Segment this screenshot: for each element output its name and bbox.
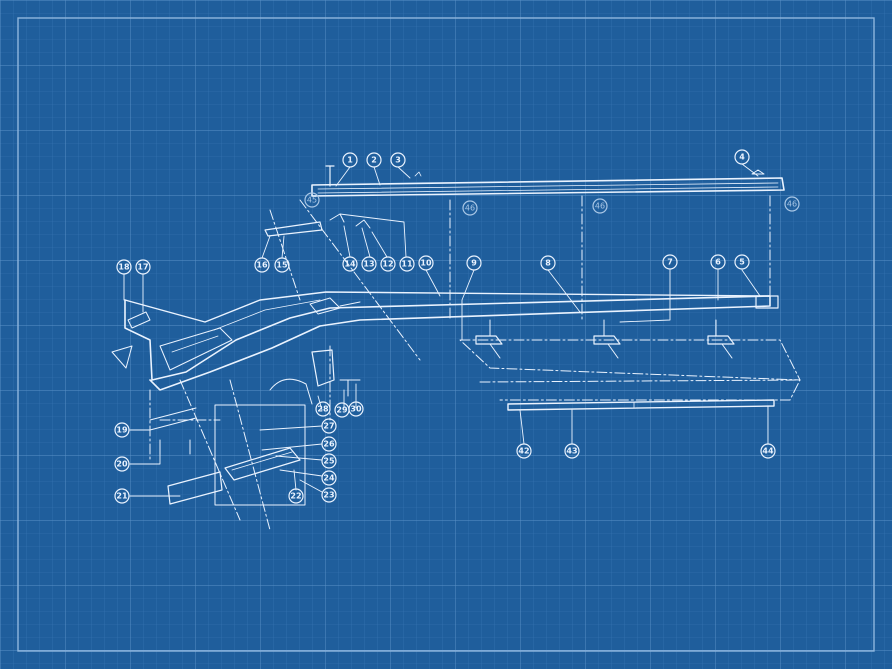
callout-14: 14 xyxy=(342,256,358,272)
svg-text:6: 6 xyxy=(715,258,721,267)
callout-7: 7 xyxy=(662,254,678,270)
svg-text:26: 26 xyxy=(323,440,335,449)
callout-20: 20 xyxy=(114,456,130,472)
svg-text:29: 29 xyxy=(336,406,348,415)
svg-text:11: 11 xyxy=(401,260,413,269)
callout-12: 12 xyxy=(380,256,396,272)
callout-27: 27 xyxy=(321,418,337,434)
svg-text:20: 20 xyxy=(116,460,128,469)
svg-text:8: 8 xyxy=(545,259,551,268)
callout-25: 25 xyxy=(321,453,337,469)
svg-text:7: 7 xyxy=(667,258,673,267)
svg-text:17: 17 xyxy=(137,263,148,272)
svg-text:24: 24 xyxy=(323,474,335,483)
callout-1: 1 xyxy=(342,152,358,168)
svg-text:46: 46 xyxy=(595,202,605,211)
callout-8: 8 xyxy=(540,255,556,271)
callout-15: 15 xyxy=(274,257,290,273)
callout-46-b: 46 xyxy=(592,198,608,214)
callout-2: 2 xyxy=(366,152,382,168)
centerlines xyxy=(149,195,801,531)
stock xyxy=(111,291,779,391)
callout-45: 45 xyxy=(304,192,320,208)
callout-21: 21 xyxy=(114,488,130,504)
callout-18: 18 xyxy=(116,259,132,275)
svg-text:5: 5 xyxy=(739,258,745,267)
svg-text:15: 15 xyxy=(276,261,288,270)
svg-text:42: 42 xyxy=(518,447,529,456)
callout-46-c: 46 xyxy=(784,196,800,212)
callout-26: 26 xyxy=(321,436,337,452)
svg-text:4: 4 xyxy=(739,153,745,162)
svg-text:14: 14 xyxy=(344,260,356,269)
svg-text:16: 16 xyxy=(256,261,268,270)
svg-text:45: 45 xyxy=(307,196,317,205)
callout-16: 16 xyxy=(254,257,270,273)
svg-text:19: 19 xyxy=(116,426,128,435)
svg-text:44: 44 xyxy=(762,447,774,456)
lock-parts xyxy=(149,213,371,506)
callout-11: 11 xyxy=(399,256,415,272)
callout-19: 19 xyxy=(114,422,130,438)
svg-text:12: 12 xyxy=(382,260,393,269)
svg-text:46: 46 xyxy=(465,204,475,213)
svg-text:21: 21 xyxy=(116,492,128,501)
callout-44: 44 xyxy=(760,443,776,459)
callout-30: 30 xyxy=(348,401,364,417)
svg-text:18: 18 xyxy=(118,263,130,272)
svg-text:10: 10 xyxy=(420,259,432,268)
callout-5: 5 xyxy=(734,254,750,270)
barrel xyxy=(311,165,785,197)
svg-text:3: 3 xyxy=(395,156,401,165)
callout-43: 43 xyxy=(564,443,580,459)
callout-24: 24 xyxy=(321,470,337,486)
callout-46-a: 46 xyxy=(462,200,478,216)
callout-13: 13 xyxy=(361,256,377,272)
svg-text:1: 1 xyxy=(347,156,353,165)
callout-6: 6 xyxy=(710,254,726,270)
callout-3: 3 xyxy=(390,152,406,168)
svg-text:9: 9 xyxy=(471,259,477,268)
callout-4: 4 xyxy=(734,149,750,165)
leader-lines xyxy=(123,163,769,497)
svg-text:43: 43 xyxy=(566,447,577,456)
barrel-bands xyxy=(475,319,735,359)
callout-28: 28 xyxy=(315,401,331,417)
svg-text:13: 13 xyxy=(363,260,374,269)
callout-17: 17 xyxy=(135,259,151,275)
callout-42: 42 xyxy=(516,443,532,459)
ramrod xyxy=(507,399,775,411)
svg-text:46: 46 xyxy=(787,200,797,209)
frame-border xyxy=(17,17,875,652)
svg-text:23: 23 xyxy=(323,491,334,500)
svg-text:30: 30 xyxy=(350,405,362,414)
callout-10: 10 xyxy=(418,255,434,271)
svg-text:2: 2 xyxy=(371,156,377,165)
callout-9: 9 xyxy=(466,255,482,271)
svg-text:25: 25 xyxy=(323,457,335,466)
svg-text:28: 28 xyxy=(317,405,329,414)
callout-23: 23 xyxy=(321,487,337,503)
svg-text:27: 27 xyxy=(323,422,334,431)
callout-22: 22 xyxy=(288,488,304,504)
svg-text:22: 22 xyxy=(290,492,301,501)
